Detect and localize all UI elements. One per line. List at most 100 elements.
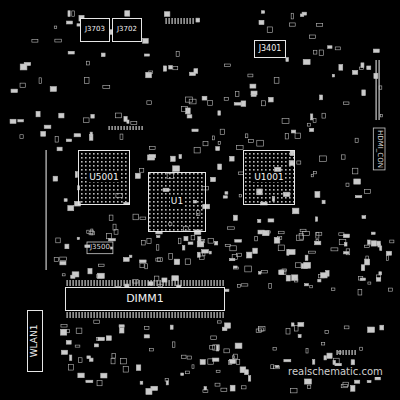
smd-pad (365, 259, 370, 265)
smd-pad (66, 139, 71, 141)
smd-pad (371, 241, 376, 246)
smd-pad (274, 77, 279, 83)
smd-pad (144, 335, 149, 338)
smd-pad (267, 27, 272, 33)
smd-pad (91, 114, 94, 118)
smd-pad (144, 326, 149, 329)
smd-pad (60, 257, 67, 260)
smd-pad (261, 101, 265, 106)
smd-pad (261, 11, 264, 14)
smd-pad (84, 118, 89, 123)
smd-pad (298, 323, 304, 327)
smd-pad (343, 234, 349, 237)
smd-pad (213, 358, 219, 361)
smd-pad (225, 192, 228, 194)
smd-pad (99, 264, 104, 266)
smd-pad (230, 156, 235, 161)
smd-pad (304, 262, 311, 268)
bga-pads (243, 150, 295, 205)
refdes-label: J3500 (90, 244, 110, 252)
smd-pad (62, 274, 65, 276)
refdes-label: J3401 (258, 45, 283, 54)
smd-pad (11, 89, 17, 92)
smd-pad (313, 359, 315, 364)
smd-pad (157, 258, 162, 262)
smd-pad (61, 350, 67, 354)
smd-pad (352, 70, 357, 74)
smd-pad (327, 353, 332, 358)
connector-pins (108, 126, 144, 130)
smd-pad (192, 365, 194, 369)
smd-pad (213, 345, 220, 350)
smd-pad (241, 386, 246, 389)
smd-pad (297, 161, 301, 164)
smd-pad (218, 141, 220, 144)
smd-pad (44, 125, 51, 128)
smd-pad (140, 169, 144, 173)
smd-pad (90, 132, 92, 136)
smd-pad (194, 69, 198, 74)
smd-pad (156, 245, 159, 250)
smd-pad (389, 288, 393, 291)
smd-pad (163, 66, 166, 71)
smd-pad (258, 328, 263, 331)
smd-pad (376, 278, 380, 282)
smd-pad (197, 242, 203, 247)
smd-pad (202, 250, 209, 253)
smd-pad (278, 231, 284, 234)
smd-pad (291, 323, 294, 326)
smd-pad (309, 251, 316, 253)
smd-pad (307, 123, 310, 126)
smd-pad (70, 355, 72, 360)
smd-pad (359, 277, 363, 280)
smd-pad (258, 219, 261, 222)
smd-pad (344, 326, 349, 329)
smd-pad (136, 365, 140, 371)
smd-pad (156, 232, 162, 234)
smd-pad (386, 251, 391, 255)
smd-pad (185, 259, 190, 264)
smd-pad (111, 247, 113, 249)
smd-pad (228, 227, 235, 229)
smd-pad (182, 106, 188, 111)
smd-pad (194, 147, 200, 153)
smd-pad (367, 380, 371, 382)
smd-pad (230, 359, 236, 363)
smd-pad (230, 246, 236, 251)
smd-pad (362, 216, 366, 219)
chip-footprint: U1001 (243, 150, 295, 205)
smd-pad (120, 328, 124, 333)
smd-pad (18, 120, 24, 122)
smd-pad (310, 128, 314, 131)
smd-pad (224, 64, 230, 67)
smd-pad (67, 21, 73, 24)
smd-pad (275, 365, 278, 367)
smd-pad (78, 358, 82, 363)
smd-pad (50, 87, 56, 92)
smd-pad (289, 23, 295, 26)
smd-pad (209, 251, 211, 254)
smd-pad (141, 240, 145, 245)
smd-pad (295, 133, 300, 138)
smd-pad (355, 196, 361, 198)
smd-pad (71, 275, 75, 278)
smd-pad (75, 345, 80, 347)
smd-pad (64, 199, 67, 202)
smd-pad (166, 381, 168, 385)
smd-pad (123, 257, 129, 261)
smd-pad (368, 327, 375, 332)
smd-pad (88, 268, 92, 273)
smd-pad (57, 147, 62, 151)
smd-pad (173, 166, 180, 172)
smd-pad (358, 290, 362, 295)
smd-pad (305, 379, 312, 384)
smd-pad (131, 122, 137, 125)
smd-pad (94, 320, 100, 323)
smd-pad (149, 71, 153, 73)
smd-pad (235, 240, 242, 242)
smd-pad (101, 53, 105, 57)
connector-outline (87, 242, 113, 254)
smd-pad (140, 263, 144, 267)
smd-pad (217, 321, 221, 323)
smd-pad (156, 258, 160, 261)
